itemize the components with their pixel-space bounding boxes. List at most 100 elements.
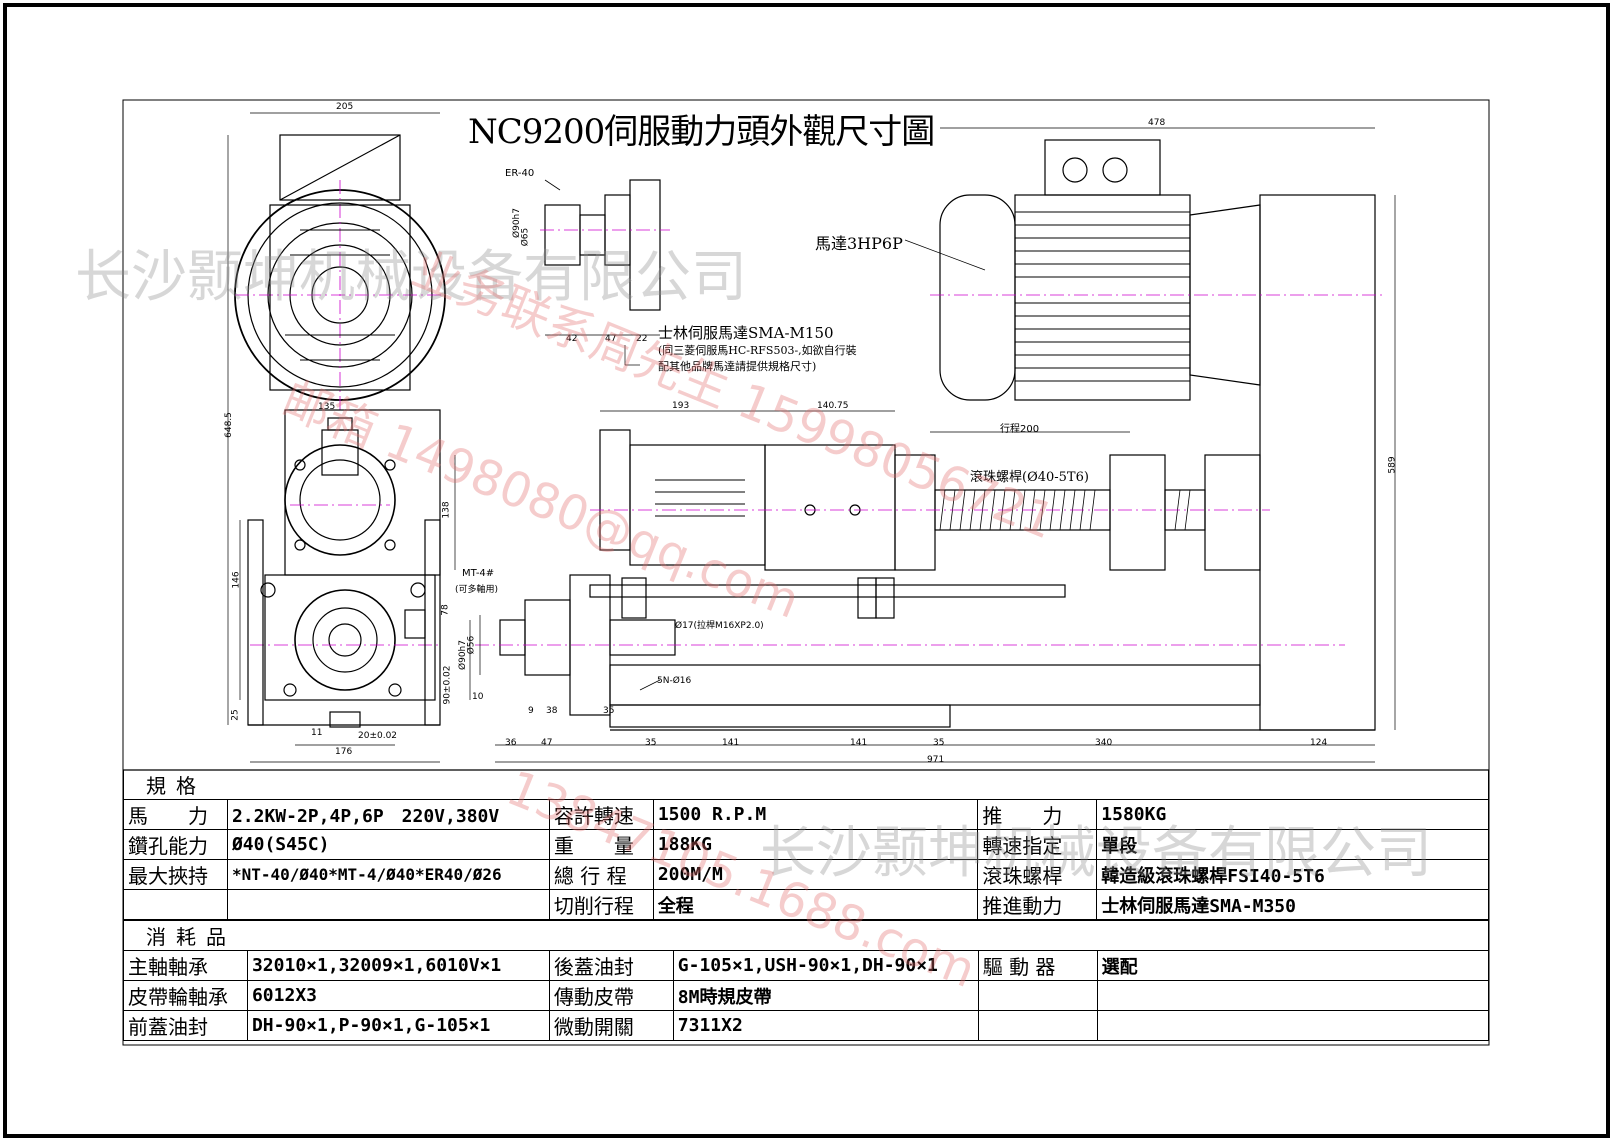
consumables-row: 前蓋油封 DH-90×1,P-90×1,G-105×1 微動開關 7311X2 (123, 1010, 1490, 1041)
spec-value: Ø40(S45C) (226, 829, 550, 860)
dim-label: 589 (1387, 456, 1398, 474)
page-border (3, 3, 1610, 1138)
spec-label: 容許轉速 (548, 799, 654, 830)
dim-label: 124 (1310, 738, 1328, 748)
dim-label: 20±0.02 (358, 731, 398, 741)
dim-label: 140.75 (817, 401, 849, 411)
dim-label: 42 (566, 334, 578, 344)
dim-label: Ø90h7 (457, 640, 468, 670)
consumables-label: 傳動皮帶 (548, 980, 674, 1011)
dim-label: 78 (440, 604, 451, 616)
consumables-label: 後蓋油封 (548, 950, 674, 981)
dim-label: 146 (231, 571, 242, 589)
spec-value: 1580KG (1096, 799, 1489, 830)
consumables-row: 主軸軸承 32010×1,32009×1,6010V×1 後蓋油封 G-105×… (123, 950, 1490, 981)
spec-value: 全程 (652, 889, 979, 920)
spec-value: 1500 R.P.M (652, 799, 979, 830)
spec-label: 總 行 程 (548, 859, 654, 890)
servo-motor-label: 士林伺服馬達SMA-M150 (658, 324, 834, 342)
holes-label: 5N-Ø16 (657, 676, 692, 686)
consumables-label: 驅 動 器 (977, 950, 1098, 981)
consumables-label (977, 1010, 1098, 1041)
dim-label: 478 (1148, 118, 1166, 128)
servo-note-2: 配其他品牌馬達請提供規格尺寸) (658, 360, 817, 373)
dim-label: 36 (505, 738, 517, 748)
spec-label: 鑽孔能力 (123, 829, 228, 860)
consumables-label: 主軸軸承 (123, 950, 248, 981)
motor-label: 馬達3HP6P (815, 234, 903, 253)
mt4-note: (可多軸用) (455, 585, 499, 595)
spec-value: 200M/M (652, 859, 979, 890)
consumables-value (1096, 980, 1490, 1011)
dim-label: 22 (636, 334, 648, 344)
drawing-title: NC9200伺服動力頭外觀尺寸圖 (468, 112, 935, 152)
consumables-label: 微動開關 (548, 1010, 674, 1041)
shaft-thread-label: Ø17(拉桿M16XP2.0) (675, 621, 764, 631)
spec-label: 轉速指定 (977, 829, 1098, 860)
dim-label: Ø65 (520, 227, 531, 247)
consumables-value: 7311X2 (672, 1010, 979, 1041)
consumables-value: G-105×1,USH-90×1,DH-90×1 (672, 950, 979, 981)
spec-label: 最大挾持 (123, 859, 228, 890)
spec-label: 推 力 (977, 799, 1098, 830)
spec-row: 最大挾持 *NT-40/Ø40*MT-4/Ø40*ER40/Ø26 總 行 程 … (123, 859, 1489, 890)
consumables-value: DH-90×1,P-90×1,G-105×1 (246, 1010, 550, 1041)
spec-value: 188KG (652, 829, 979, 860)
dim-label: 141 (850, 738, 868, 748)
consumables-header: 消耗品 (123, 920, 1489, 951)
spec-value: *NT-40/Ø40*MT-4/Ø40*ER40/Ø26 (226, 859, 550, 890)
spec-row: 鑽孔能力 Ø40(S45C) 重 量 188KG 轉速指定 單段 (123, 829, 1489, 860)
dim-label: 138 (441, 501, 452, 519)
dim-label: 90±0.02 (442, 665, 453, 705)
consumables-value: 32010×1,32009×1,6010V×1 (246, 950, 550, 981)
dim-label: 971 (927, 755, 945, 765)
dim-label: 35 (645, 738, 657, 748)
dim-label: 193 (672, 401, 690, 411)
dim-label: 135 (318, 402, 336, 412)
ballscrew-label: 滾珠螺桿(Ø40-5T6) (970, 470, 1089, 485)
consumables-row: 皮帶輪軸承 6012X3 傳動皮帶 8M時規皮帶 (123, 980, 1490, 1011)
spec-value (226, 889, 550, 920)
consumables-value: 6012X3 (246, 980, 550, 1011)
dim-label: 648.5 (223, 412, 234, 438)
consumables-table: 消耗品 主軸軸承 32010×1,32009×1,6010V×1 後蓋油封 G-… (123, 920, 1490, 1041)
spec-value: 2.2KW-2P,4P,6P 220V,380V (226, 799, 550, 830)
dim-label: 9 (528, 706, 534, 716)
consumables-value: 選配 (1096, 950, 1490, 981)
spec-label (123, 889, 228, 920)
mt4-label: MT-4# (462, 568, 495, 579)
spec-row: 馬 力 2.2KW-2P,4P,6P 220V,380V 容許轉速 1500 R… (123, 799, 1489, 830)
dim-label: 25 (230, 709, 241, 721)
consumables-label: 皮帶輪軸承 (123, 980, 248, 1011)
consumables-label (977, 980, 1098, 1011)
spec-label: 馬 力 (123, 799, 228, 830)
consumables-value (1096, 1010, 1490, 1041)
spec-value: 士林伺服馬達SMA-M350 (1096, 889, 1489, 920)
spec-value: 單段 (1096, 829, 1489, 860)
dim-label: 340 (1095, 738, 1113, 748)
dim-label: 38 (546, 706, 558, 716)
dim-label: 35 (933, 738, 945, 748)
spec-table: 規格 馬 力 2.2KW-2P,4P,6P 220V,380V 容許轉速 150… (123, 770, 1489, 920)
dim-label: 47 (605, 334, 617, 344)
dim-label: 10 (472, 692, 484, 702)
dim-label: 11 (311, 728, 323, 738)
spec-value: 韓造級滾珠螺桿FSI40-5T6 (1096, 859, 1489, 890)
dim-label: 47 (541, 738, 553, 748)
spec-label: 推進動力 (977, 889, 1098, 920)
dim-label: 35 (603, 706, 615, 716)
servo-note-1: (同三菱伺服馬HC-RFS503-,如欲自行裝 (658, 344, 857, 357)
consumables-label: 前蓋油封 (123, 1010, 248, 1041)
dim-label: 205 (336, 102, 354, 112)
dim-label: 176 (335, 747, 353, 757)
consumables-value: 8M時規皮帶 (672, 980, 979, 1011)
dim-label: 141 (722, 738, 740, 748)
er40-label: ER-40 (505, 168, 535, 179)
stroke-label: 行程200 (1000, 424, 1040, 435)
spec-label: 重 量 (548, 829, 654, 860)
spec-label: 切削行程 (548, 889, 654, 920)
spec-header: 規格 (123, 770, 1489, 800)
spec-row: 切削行程 全程 推進動力 士林伺服馬達SMA-M350 (123, 889, 1489, 920)
spec-label: 滾珠螺桿 (977, 859, 1098, 890)
